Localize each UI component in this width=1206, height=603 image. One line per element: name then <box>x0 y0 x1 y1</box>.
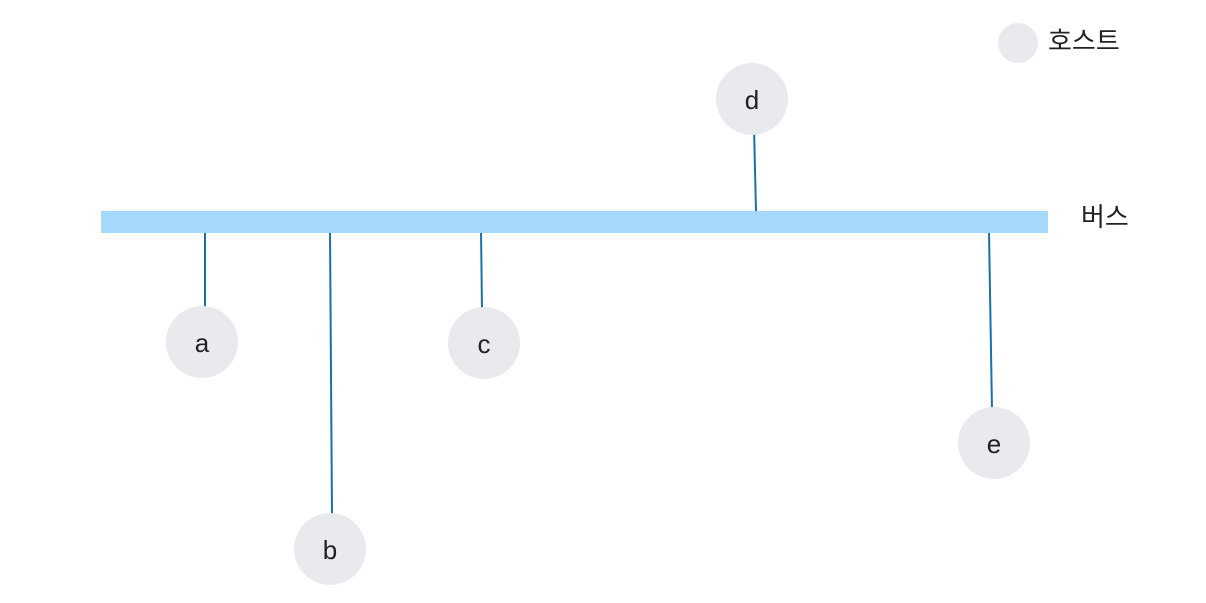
link-d <box>753 127 757 212</box>
host-c-circle <box>448 307 520 379</box>
host-a-label: a <box>195 328 210 358</box>
legend-host-swatch <box>998 23 1038 63</box>
link-e <box>988 231 993 411</box>
host-b: b <box>294 513 366 585</box>
bus-label: 버스 <box>1081 203 1129 233</box>
host-d-circle <box>716 63 788 135</box>
host-a-circle <box>166 306 238 378</box>
bus-bar <box>101 211 1048 233</box>
host-a: a <box>166 306 238 378</box>
link-b <box>329 231 333 517</box>
host-e: e <box>958 407 1030 479</box>
host-e-label: e <box>987 429 1001 459</box>
legend: 호스트 <box>998 23 1120 63</box>
host-c: c <box>448 307 520 379</box>
host-c-label: c <box>478 329 491 359</box>
host-d-label: d <box>745 85 759 115</box>
legend-host-label: 호스트 <box>1048 27 1120 57</box>
link-c <box>480 229 483 311</box>
host-d: d <box>716 63 788 135</box>
host-e-circle <box>958 407 1030 479</box>
host-b-circle <box>294 513 366 585</box>
host-b-label: b <box>323 535 337 565</box>
